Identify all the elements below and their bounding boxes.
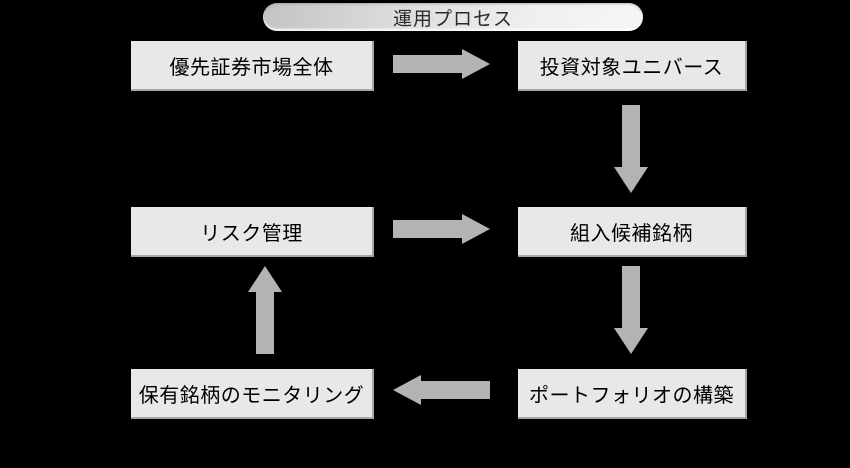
arrow-right-icon [393, 49, 490, 79]
arrow-shaft [393, 55, 462, 73]
flow-box-label: 投資対象ユニバース [539, 56, 724, 79]
flow-box-preferred-securities-market: 優先証券市場全体 [131, 41, 374, 91]
flow-box-label: ポートフォリオの構築 [529, 384, 734, 407]
flow-box-risk-management: リスク管理 [131, 207, 374, 257]
diagram-title-pill: 運用プロセス [263, 3, 643, 31]
flow-box-investment-universe: 投資対象ユニバース [518, 41, 747, 91]
flow-box-holdings-monitoring: 保有銘柄のモニタリング [131, 369, 374, 419]
flow-box-candidate-stocks: 組入候補銘柄 [518, 207, 747, 257]
arrow-head [462, 49, 490, 79]
arrow-head [462, 214, 490, 244]
arrow-shaft [622, 266, 640, 328]
arrow-head [614, 328, 648, 354]
flow-box-label: 保有銘柄のモニタリング [138, 384, 365, 407]
arrow-down-icon [614, 266, 648, 354]
arrow-shaft [393, 220, 462, 238]
arrow-head [393, 375, 421, 405]
arrow-shaft [622, 105, 640, 167]
arrow-shaft [421, 381, 490, 399]
arrow-down-icon [614, 105, 648, 193]
arrow-head [248, 266, 282, 292]
flow-box-portfolio-construction: ポートフォリオの構築 [518, 369, 747, 419]
diagram-title: 運用プロセス [392, 8, 513, 30]
flow-box-label: 優先証券市場全体 [169, 56, 334, 79]
flow-box-label: 組入候補銘柄 [570, 222, 693, 245]
arrow-shaft [256, 292, 274, 354]
arrow-head [614, 167, 648, 193]
arrow-left-icon [393, 375, 490, 405]
arrow-right-icon [393, 214, 490, 244]
arrow-up-icon [248, 266, 282, 354]
flow-box-label: リスク管理 [200, 222, 303, 245]
